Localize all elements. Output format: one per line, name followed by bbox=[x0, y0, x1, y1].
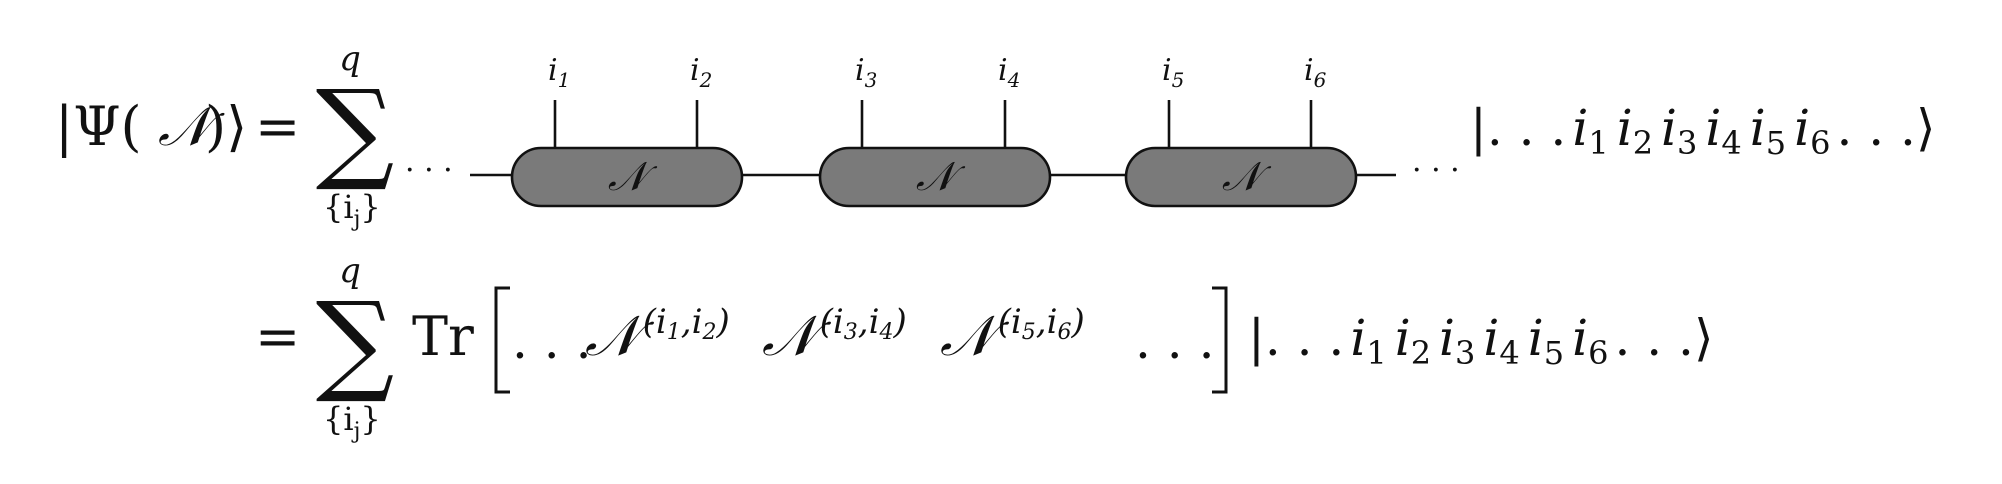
inner-dots-right: . . . bbox=[1135, 312, 1214, 370]
dots-left: · · · bbox=[405, 153, 453, 188]
tensor-node-2: 𝒩 i3 i4 bbox=[818, 53, 1052, 208]
tensor-node-3: 𝒩 i5 i6 bbox=[1124, 53, 1358, 208]
sum-lower-limit-2: {ij} bbox=[323, 400, 381, 444]
tensor-box-1 bbox=[510, 146, 744, 208]
summation-2: q ∑ {ij} bbox=[316, 251, 395, 444]
tensor-box-3 bbox=[1124, 146, 1358, 208]
tensor-box-2 bbox=[818, 146, 1052, 208]
leg-label-i2: i2 bbox=[690, 53, 712, 92]
sum-lower-limit: {ij} bbox=[323, 188, 381, 232]
leg-label-i6: i6 bbox=[1304, 53, 1327, 92]
equation-line-1: |Ψ( 𝒩 )⟩ = q ∑ {ij} · · · · · · 𝒩 i1 bbox=[55, 39, 1935, 232]
matrix-1: 𝒩(i1,i2) bbox=[585, 302, 730, 369]
leg-label-i1: i1 bbox=[548, 53, 570, 92]
equals-sign-1: = bbox=[255, 95, 300, 158]
matrix-3: 𝒩(i5,i6) bbox=[940, 302, 1085, 369]
left-bracket bbox=[494, 286, 510, 394]
inner-dots-left: . . . bbox=[512, 312, 591, 370]
lhs-close: )⟩ bbox=[205, 95, 247, 158]
sum-symbol-2: ∑ bbox=[316, 278, 395, 406]
matrix-product: 𝒩(i1,i2) 𝒩(i3,i4) 𝒩(i5,i6) bbox=[585, 302, 1085, 369]
lhs-open: |Ψ( bbox=[55, 95, 142, 158]
equation-line-2: = q ∑ {ij} Tr . . . 𝒩(i1,i2) 𝒩(i3,i4) 𝒩(… bbox=[255, 251, 1713, 444]
sum-symbol: ∑ bbox=[316, 66, 395, 194]
equals-sign-2: = bbox=[255, 305, 300, 368]
tensor-node-1: 𝒩 i1 i2 bbox=[510, 53, 744, 208]
sum-upper-limit-2: q bbox=[339, 251, 361, 291]
leg-label-i5: i5 bbox=[1162, 53, 1184, 92]
right-bracket bbox=[1212, 286, 1228, 394]
dots-right: · · · bbox=[1412, 153, 1460, 188]
summation-1: q ∑ {ij} bbox=[316, 39, 395, 232]
leg-label-i3: i3 bbox=[855, 53, 877, 92]
sum-upper-limit: q bbox=[339, 39, 361, 79]
tensor-network: · · · · · · 𝒩 i1 i2 𝒩 i3 bbox=[405, 53, 1460, 208]
matrix-2: 𝒩(i3,i4) bbox=[762, 302, 907, 369]
trace-operator: Tr bbox=[412, 305, 474, 368]
leg-label-i4: i4 bbox=[998, 53, 1020, 92]
